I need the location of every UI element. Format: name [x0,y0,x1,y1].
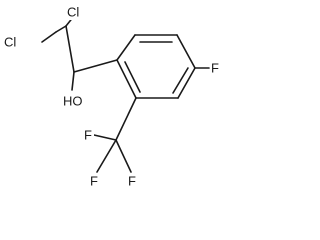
atom-label-layer: Cl Cl HO F F F F [3,4,221,189]
chemical-structure-diagram: Cl Cl HO F F F F [3,4,221,189]
atom-hydroxyl: HO [63,94,83,109]
atom-fluoro-ring: F [211,61,219,76]
bond-c-cl-left [41,31,57,43]
bond-ring-cf3 [115,97,137,141]
bond-cf3-f-right [115,139,132,173]
atom-cl-top: Cl [67,5,79,20]
bond-ring-double-c [124,61,141,93]
bond-cf3-f-bottom [96,139,117,173]
bond-choh-ring [73,59,118,73]
bond-ring-4-5 [177,67,196,99]
atom-cf3-f-bottom: F [90,174,98,189]
atom-cf3-f-left: F [84,128,92,143]
atom-cf3-f-right: F [128,174,136,189]
atom-cl-left: Cl [4,35,16,50]
bond-c-cl-left-b [55,25,67,33]
bond-cf3-f-left [93,134,117,141]
bond-layer [41,15,210,173]
bond-ring-1-2 [116,34,136,61]
bond-ring-double-b [172,67,189,94]
bond-ring-6-1 [116,59,137,99]
bond-chcl2-choh [65,25,75,73]
bond-ring-3-4 [176,34,196,69]
bond-c-oh [71,71,75,91]
